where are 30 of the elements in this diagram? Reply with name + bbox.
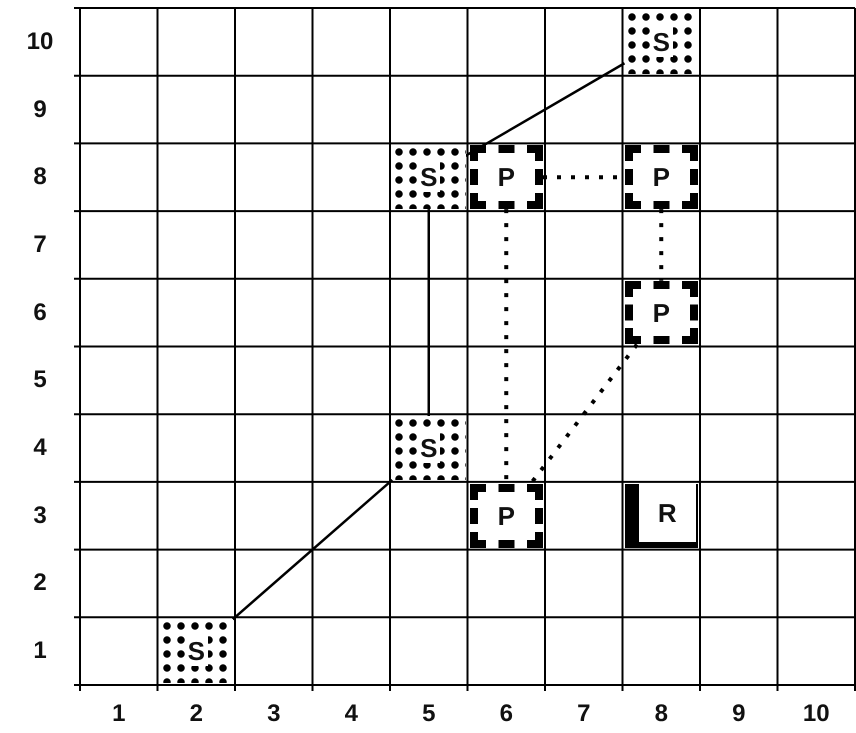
axis-label: 8 [654,700,669,728]
connector-line [232,478,394,620]
pattern-tile [624,484,698,548]
pattern-tile [392,145,466,210]
axis-label: 6 [498,700,514,728]
axis-label: 6 [32,298,48,327]
axis-label: 9 [731,700,746,728]
axis-label: 8 [32,163,48,192]
axis-label: 5 [32,366,48,394]
axis-label: 4 [32,434,48,462]
axis-label: 7 [576,700,592,728]
pattern-tile [624,280,698,344]
dotted-line [659,209,664,281]
axis-label: 3 [32,502,48,530]
axis-label: 1 [32,637,48,666]
axis-label: 4 [344,700,359,728]
axis-label: 9 [32,96,48,124]
axis-label: 7 [32,230,48,259]
axis-label: 10 [26,28,54,56]
pattern-tile [624,145,698,210]
axis-label: 1 [111,700,126,728]
pattern-tile [470,484,543,548]
axis-label: 3 [266,700,282,728]
axis-label: 10 [802,700,831,728]
connector-line [428,209,430,416]
pattern-tile [392,416,466,480]
pattern-tile [470,145,543,210]
axis-label: 2 [32,569,48,598]
axis-label: 2 [188,700,204,728]
axis-label: 5 [421,700,436,728]
